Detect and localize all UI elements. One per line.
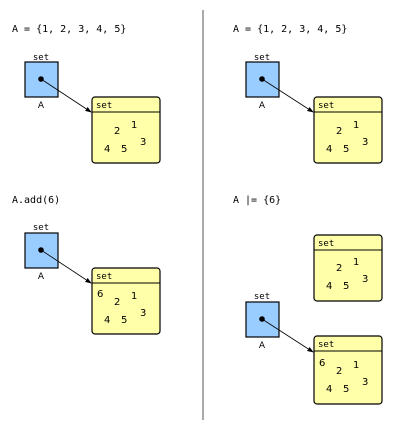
set-object-box	[313, 234, 383, 302]
set-object-box	[91, 96, 161, 164]
variable-name: A	[38, 272, 45, 282]
panel-bottom-left: A.add(6) set A set 6 1 2 3 4 5	[12, 195, 161, 335]
set-element: 1	[353, 120, 359, 131]
set-element: 4	[326, 281, 332, 292]
set-element: 4	[326, 384, 332, 395]
variable-name: A	[259, 341, 266, 351]
set-element: 1	[353, 360, 359, 371]
variable-box	[24, 61, 59, 98]
set-object: set 1 2 3 4 5	[313, 96, 383, 164]
set-element: 1	[131, 291, 137, 302]
set-element: 1	[353, 257, 359, 268]
code-label: A = {1, 2, 3, 4, 5}	[12, 24, 126, 35]
panel-top-right: A = {1, 2, 3, 4, 5} set A set 1 2 3 4 5	[233, 24, 383, 164]
code-label: A.add(6)	[12, 195, 60, 206]
set-element: 5	[121, 315, 127, 326]
set-object-header: set	[96, 272, 112, 282]
set-element: 6	[319, 358, 325, 369]
reference-arrow	[40, 78, 92, 113]
variable-name: A	[259, 101, 266, 111]
set-object-header: set	[318, 340, 334, 350]
set-object: set 6 1 2 3 4 5	[313, 335, 383, 405]
set-element: 1	[131, 120, 137, 131]
set-element: 2	[114, 126, 120, 137]
reference-arrow	[261, 78, 314, 113]
set-element: 2	[336, 263, 342, 274]
reference-arrow	[261, 318, 314, 353]
set-element: 4	[326, 144, 332, 155]
set-object-box	[91, 267, 161, 335]
set-element: 3	[362, 274, 368, 285]
panel-bottom-right: A |= {6} set 1 2 3 4 5 set A set 6 1 2 3…	[233, 195, 383, 405]
set-element: 2	[336, 366, 342, 377]
set-object: set 1 2 3 4 5	[91, 96, 161, 164]
set-element: 3	[362, 137, 368, 148]
set-element: 5	[343, 384, 349, 395]
var-box-type-label: set	[33, 53, 49, 63]
set-element: 6	[97, 289, 103, 300]
set-object: set 6 1 2 3 4 5	[91, 267, 161, 335]
set-element: 3	[140, 137, 146, 148]
var-box-type-label: set	[254, 292, 270, 302]
set-element: 4	[104, 144, 110, 155]
set-object-orphaned: set 1 2 3 4 5	[313, 234, 383, 302]
set-element: 5	[343, 144, 349, 155]
code-label: A |= {6}	[233, 195, 281, 206]
panel-top-left: A = {1, 2, 3, 4, 5} set A set 1 2 3 4 5	[12, 24, 161, 164]
set-element: 3	[140, 308, 146, 319]
set-element: 5	[343, 281, 349, 292]
set-object-header: set	[96, 101, 112, 111]
set-element: 5	[121, 144, 127, 155]
reference-arrow	[40, 249, 92, 284]
set-object-header: set	[318, 101, 334, 111]
set-element: 4	[104, 315, 110, 326]
variable-box	[245, 61, 280, 98]
set-element: 3	[362, 377, 368, 388]
set-object-header: set	[318, 239, 334, 249]
variable-name: A	[38, 101, 45, 111]
code-label: A = {1, 2, 3, 4, 5}	[233, 24, 347, 35]
set-element: 2	[336, 126, 342, 137]
var-box-type-label: set	[254, 53, 270, 63]
var-box-type-label: set	[33, 223, 49, 233]
set-object-box	[313, 96, 383, 164]
set-element: 2	[114, 297, 120, 308]
set-object-box	[313, 335, 383, 405]
